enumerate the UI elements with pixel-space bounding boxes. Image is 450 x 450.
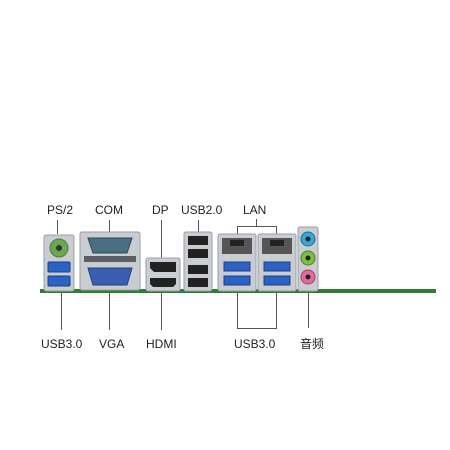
leader-vga	[109, 290, 110, 330]
usb2-port-2	[188, 249, 208, 258]
usb3-port-left-1	[47, 261, 71, 273]
label-ps2: PS/2	[47, 203, 74, 217]
label-usb30-left: USB3.0	[41, 337, 83, 351]
label-audio: 音频	[300, 337, 325, 351]
usb3-port-mid-2	[223, 275, 251, 286]
label-hdmi: HDMI	[146, 337, 177, 351]
leader-audio	[308, 290, 309, 328]
usb3-port-right-2	[263, 275, 291, 286]
hdmi-port	[150, 278, 176, 287]
leader-lan-right	[276, 226, 277, 234]
leader-usb30-right-right	[276, 290, 277, 328]
dp-port	[150, 262, 176, 272]
lan-usb-stack-2	[257, 233, 297, 292]
usb3-port-mid-1	[223, 261, 251, 272]
leader-hdmi	[161, 290, 162, 330]
usb2-port-1	[188, 236, 208, 245]
leader-usb30-right-left	[237, 290, 238, 328]
audio-stack	[297, 226, 319, 292]
lan-usb-stack-1	[217, 233, 257, 292]
vga-port	[87, 267, 133, 286]
label-vga: VGA	[99, 337, 125, 351]
usb2-port-3	[188, 265, 208, 274]
leader-lan-left	[237, 226, 238, 234]
leader-usb30-left	[61, 292, 62, 330]
label-com: COM	[95, 203, 123, 217]
leader-com	[109, 220, 110, 234]
usb2-port-4	[188, 278, 208, 287]
leader-ps2	[57, 220, 58, 234]
ps2-usb-stack	[43, 234, 75, 292]
usb3-port-right-1	[263, 261, 291, 272]
leader-usb30-right-bracket	[237, 328, 277, 329]
com-vga-stack	[79, 231, 141, 291]
label-dp: DP	[152, 203, 169, 217]
label-usb30-right: USB3.0	[234, 337, 276, 351]
label-usb20: USB2.0	[181, 203, 223, 217]
usb20-stack	[183, 231, 213, 292]
leader-dp	[161, 220, 162, 260]
label-lan: LAN	[243, 203, 267, 217]
usb3-port-left-2	[47, 275, 71, 287]
leader-usb20	[198, 220, 199, 232]
com-port	[87, 237, 133, 254]
dp-hdmi-stack	[145, 257, 181, 292]
leader-lan-bracket	[237, 226, 277, 227]
leader-lan-center	[256, 219, 257, 226]
